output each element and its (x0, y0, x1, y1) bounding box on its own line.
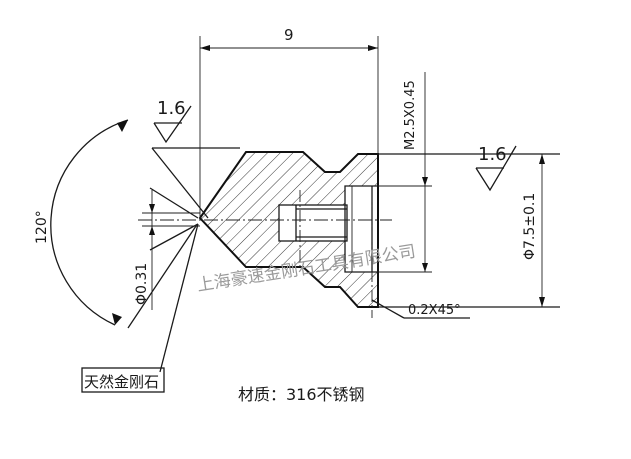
outer-arrow-bottom (539, 297, 545, 307)
angle-arrow-top (117, 120, 128, 132)
pin-cutout (279, 205, 349, 241)
chamfer-leader (371, 299, 405, 319)
diamond-pin (278, 204, 348, 242)
diamond-label: 天然金刚石 (84, 373, 159, 391)
diamond-label-box (81, 367, 165, 393)
roughness-symbol-right (475, 145, 517, 192)
body-outline (198, 151, 379, 308)
tip-diameter-label: Φ0.31 (134, 263, 150, 305)
diamond-leader (159, 223, 199, 373)
angle-label: 120° (34, 210, 50, 244)
tip-dim-arrow-top (149, 204, 155, 213)
thread-arrow-bottom (422, 263, 428, 272)
angle-arc (50, 119, 129, 326)
roughness-value-left: 1.6 (157, 98, 186, 119)
length-arrow-left (200, 45, 210, 51)
thread-label: M2.5X0.45 (403, 80, 418, 150)
cone-line-left (149, 187, 199, 219)
outer-diameter-label: Φ7.5±0.1 (522, 193, 538, 260)
chamfer-label: 0.2X45° (408, 303, 461, 318)
bore-outline (344, 185, 378, 273)
roughness-symbol-left (153, 105, 192, 144)
tip-dim-arrow-bottom (149, 226, 155, 235)
outer-arrow-top (539, 154, 545, 164)
angle-arrow-bottom (112, 313, 122, 325)
cone-line-lower (127, 225, 197, 329)
roughness-value-right: 1.6 (478, 144, 507, 165)
cone-line-left-2 (149, 223, 199, 251)
material-note: 材质：316不锈钢 (238, 385, 365, 404)
cone-line-upper (151, 147, 209, 219)
length-arrow-right (368, 45, 378, 51)
length-label: 9 (284, 26, 294, 44)
thread-arrow-top (422, 177, 428, 186)
